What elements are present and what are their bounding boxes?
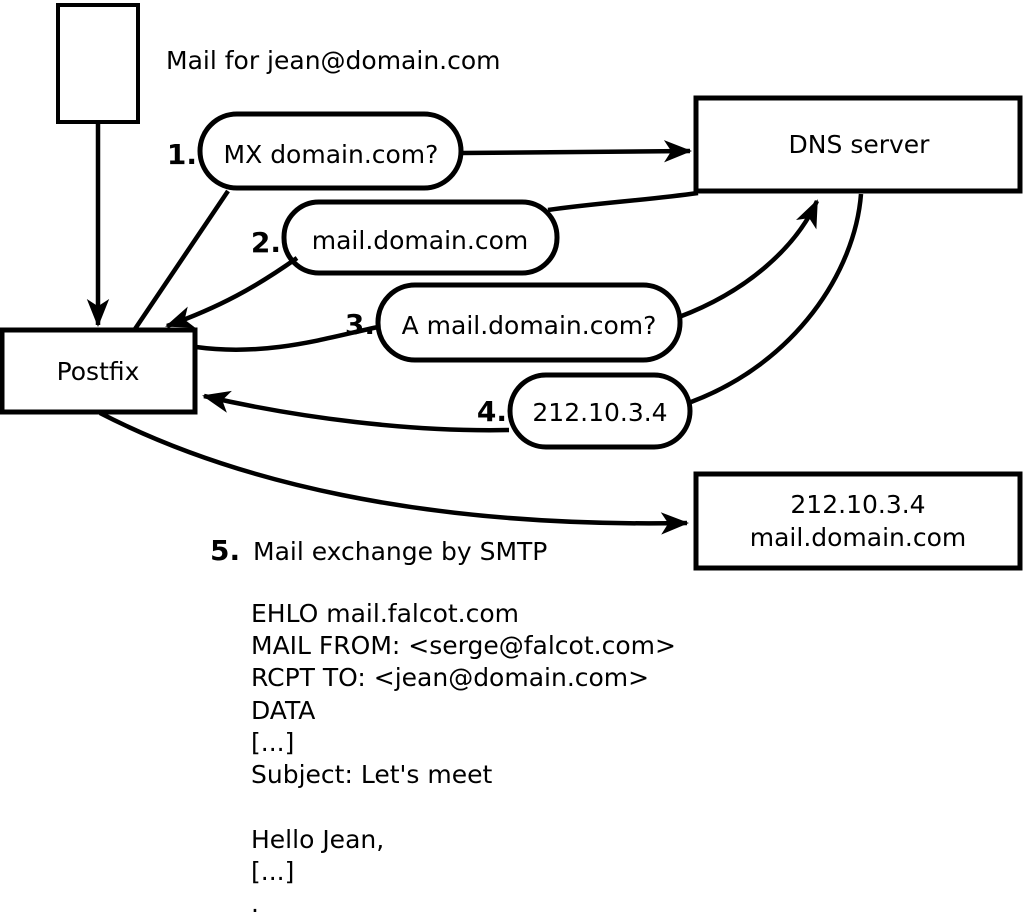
line-postfix-to-pill3: [195, 324, 379, 352]
arrow-pill3-to-dns: [678, 199, 820, 320]
step-number-3: 3.: [345, 308, 375, 341]
postfix-box: [0, 327, 198, 415]
answer-pill-4: [507, 372, 693, 450]
answer-pill-2-label: mail.domain.com: [312, 226, 528, 255]
step-number-1: 1.: [167, 138, 197, 171]
smtp-line-mail-from: MAIL FROM: <serge@falcot.com>: [251, 631, 676, 660]
arrow-pill1-to-dns: [460, 140, 692, 163]
smtp-line-ellipsis-2: [...]: [251, 857, 294, 886]
line-dns-to-pill2: [547, 190, 699, 213]
step-number-5: 5.: [210, 534, 240, 567]
step-number-4: 4.: [477, 395, 507, 428]
smtp-line-hello: Hello Jean,: [251, 825, 384, 854]
mail-envelope-box: [56, 3, 140, 124]
dns-server-box: [693, 95, 1023, 194]
answer-pill-4-label: 212.10.3.4: [532, 398, 667, 427]
dns-server-label: DNS server: [789, 130, 931, 159]
smtp-line-rcpt-to: RCPT TO: <jean@domain.com>: [251, 663, 649, 692]
step5-label: Mail exchange by SMTP: [253, 537, 547, 566]
arrow-pill2-to-postfix: [165, 256, 299, 329]
line-postfix-to-pill1: [133, 189, 230, 331]
smtp-line-data: DATA: [251, 696, 315, 725]
mail-server-host-label: mail.domain.com: [750, 523, 966, 552]
mail-caption: Mail for jean@domain.com: [166, 46, 501, 75]
query-pill-1-label: MX domain.com?: [224, 140, 439, 169]
query-pill-3: [375, 282, 683, 363]
smtp-line-subject: Subject: Let's meet: [251, 760, 492, 789]
smtp-line-ehlo: EHLO mail.falcot.com: [251, 599, 519, 628]
smtp-line-ellipsis-1: [...]: [251, 728, 294, 757]
arrow-postfix-to-mailserver: [98, 410, 689, 535]
smtp-line-end-dot: .: [251, 889, 259, 918]
mail-server-box: [693, 471, 1023, 571]
mail-server-ip-label: 212.10.3.4: [790, 490, 925, 519]
arrow-pill4-to-postfix: [202, 390, 510, 433]
line-dns-to-pill4: [690, 193, 864, 405]
step-number-2: 2.: [251, 226, 281, 259]
postfix-label: Postfix: [57, 357, 140, 386]
answer-pill-2: [281, 199, 560, 276]
query-pill-3-label: A mail.domain.com?: [402, 311, 657, 340]
